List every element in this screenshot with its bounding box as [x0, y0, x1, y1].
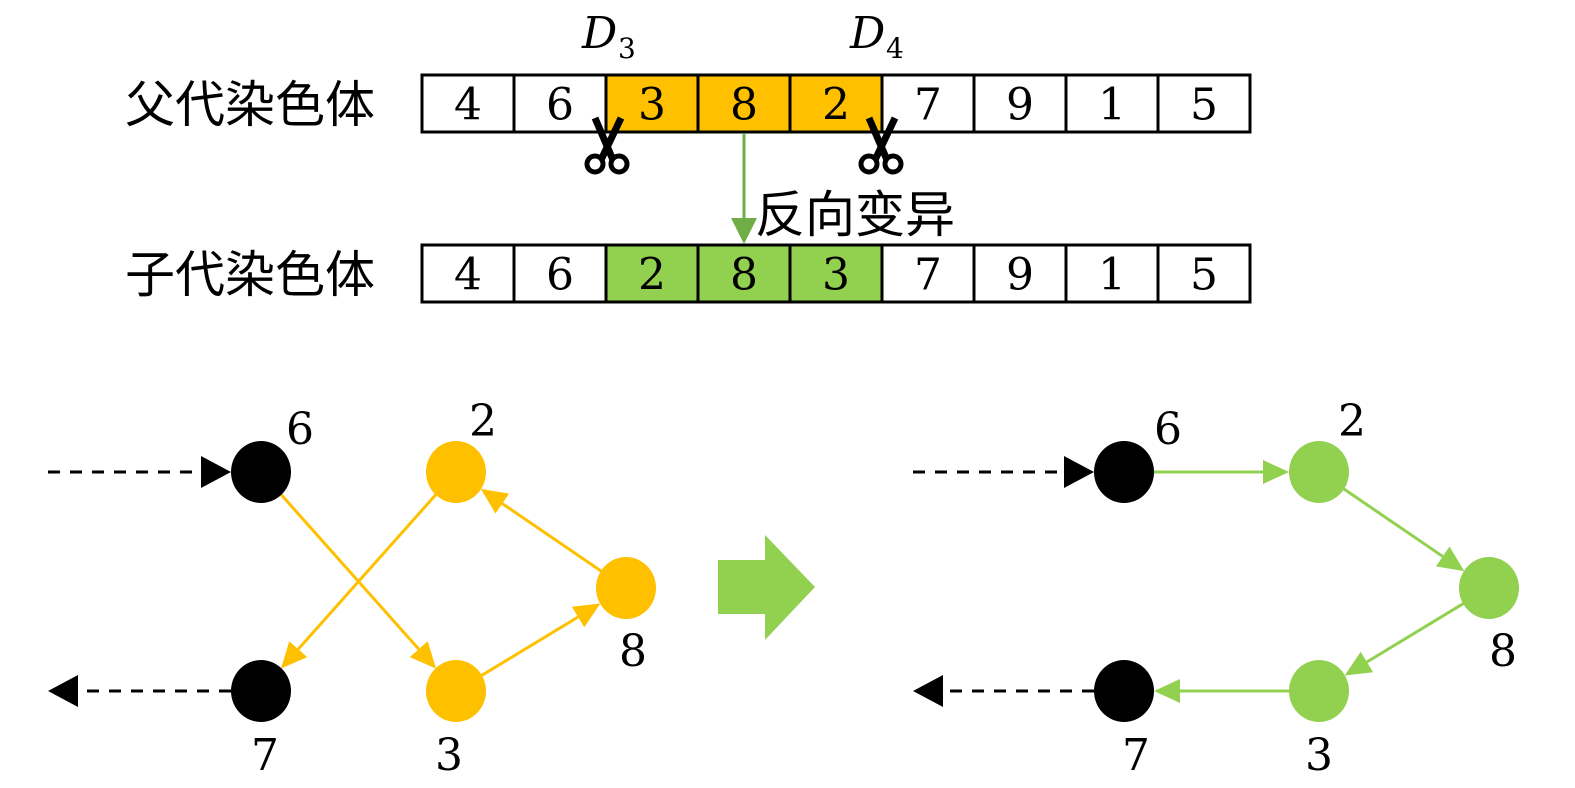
- edge-8-2: [501, 502, 603, 573]
- edge-2-7-head: [280, 641, 308, 669]
- gene-cell: [788, 243, 884, 304]
- gene-cell: [788, 73, 884, 134]
- edge-8-3: [1366, 602, 1465, 664]
- node-label-3: 3: [1305, 730, 1333, 781]
- gene-value: 9: [1006, 250, 1034, 301]
- mutation-arrow-head: [731, 218, 757, 244]
- parent-chromosome: 4 6 3 8 2 7 9 1 5: [420, 73, 1252, 134]
- node-label-7: 7: [251, 730, 279, 781]
- incoming-arrow-head: [1064, 456, 1094, 488]
- node-label-2: 2: [469, 396, 497, 447]
- gene-value: 3: [638, 80, 666, 131]
- edge-8-2-head: [480, 488, 510, 514]
- gene-cell: [420, 243, 516, 304]
- node-3: [1289, 660, 1349, 722]
- gene-value: 6: [546, 250, 574, 301]
- edge-2-8: [1342, 487, 1444, 558]
- node-8: [1459, 557, 1519, 619]
- gene-cell: [1156, 73, 1252, 134]
- right-graph: 6 7 2 3 8: [913, 396, 1519, 781]
- child-chromosome: 4 6 2 8 3 7 9 1 5: [420, 243, 1252, 304]
- node-6: [231, 441, 291, 503]
- edge-6-2-head: [1263, 460, 1289, 484]
- gene-value: 1: [1098, 250, 1126, 301]
- node-2: [1289, 441, 1349, 503]
- gene-cell: [604, 243, 700, 304]
- edge-2-7: [297, 493, 438, 651]
- gene-value: 8: [730, 250, 758, 301]
- gene-cell: [880, 73, 976, 134]
- edge-6-3: [279, 493, 420, 651]
- node-label-8: 8: [1489, 626, 1517, 677]
- edge-2-8-head: [1435, 546, 1465, 572]
- gene-value: 7: [914, 80, 942, 131]
- mutation-label: 反向变异: [755, 186, 955, 244]
- outgoing-arrow-head: [48, 675, 78, 707]
- edge-3-8: [480, 615, 579, 677]
- node-label-8: 8: [619, 626, 647, 677]
- gene-cell: [420, 73, 516, 134]
- node-2: [426, 441, 486, 503]
- gene-cell: [604, 73, 700, 134]
- gene-value: 1: [1098, 80, 1126, 131]
- node-7: [1094, 660, 1154, 722]
- node-6: [1094, 441, 1154, 503]
- gene-value: 9: [1006, 80, 1034, 131]
- gene-value: 8: [730, 80, 758, 131]
- node-7: [231, 660, 291, 722]
- gene-value: 5: [1190, 80, 1218, 131]
- cut-label-d3: D: [581, 8, 617, 59]
- cut-label-d4: D: [849, 8, 885, 59]
- gene-cell: [512, 73, 608, 134]
- gene-cell: [1156, 243, 1252, 304]
- gene-value: 5: [1190, 250, 1218, 301]
- scissors-icon: [858, 116, 904, 175]
- child-chromosome-label: 子代染色体: [125, 246, 375, 304]
- node-label-7: 7: [1122, 730, 1150, 781]
- gene-value: 2: [822, 80, 850, 131]
- cut-label-d3-sub: 3: [618, 32, 636, 65]
- gene-value: 3: [822, 250, 850, 301]
- node-label-6: 6: [1154, 404, 1182, 455]
- outgoing-arrow-head: [913, 675, 943, 707]
- gene-value: 4: [454, 250, 482, 301]
- node-label-2: 2: [1338, 396, 1366, 447]
- edge-8-3-head: [1344, 651, 1374, 676]
- cut-label-d4-sub: 4: [886, 32, 904, 65]
- gene-cell: [1064, 243, 1160, 304]
- node-label-3: 3: [435, 730, 463, 781]
- scissors-icon: [584, 116, 630, 175]
- node-8: [596, 557, 656, 619]
- gene-cell: [972, 73, 1068, 134]
- gene-cell: [972, 243, 1068, 304]
- gene-value: 4: [454, 80, 482, 131]
- gene-value: 7: [914, 250, 942, 301]
- gene-cell: [696, 243, 792, 304]
- parent-chromosome-label: 父代染色体: [125, 76, 375, 134]
- node-label-6: 6: [286, 404, 314, 455]
- gene-cell: [1064, 73, 1160, 134]
- node-3: [426, 660, 486, 722]
- edge-3-8-head: [571, 603, 601, 628]
- gene-value: 6: [546, 80, 574, 131]
- edge-3-7-head: [1154, 679, 1180, 703]
- left-graph: 6 7 2 3 8: [48, 396, 656, 781]
- transform-arrow-icon: [718, 535, 815, 640]
- gene-value: 2: [638, 250, 666, 301]
- edge-6-3-head: [409, 641, 437, 669]
- incoming-arrow-head: [201, 456, 231, 488]
